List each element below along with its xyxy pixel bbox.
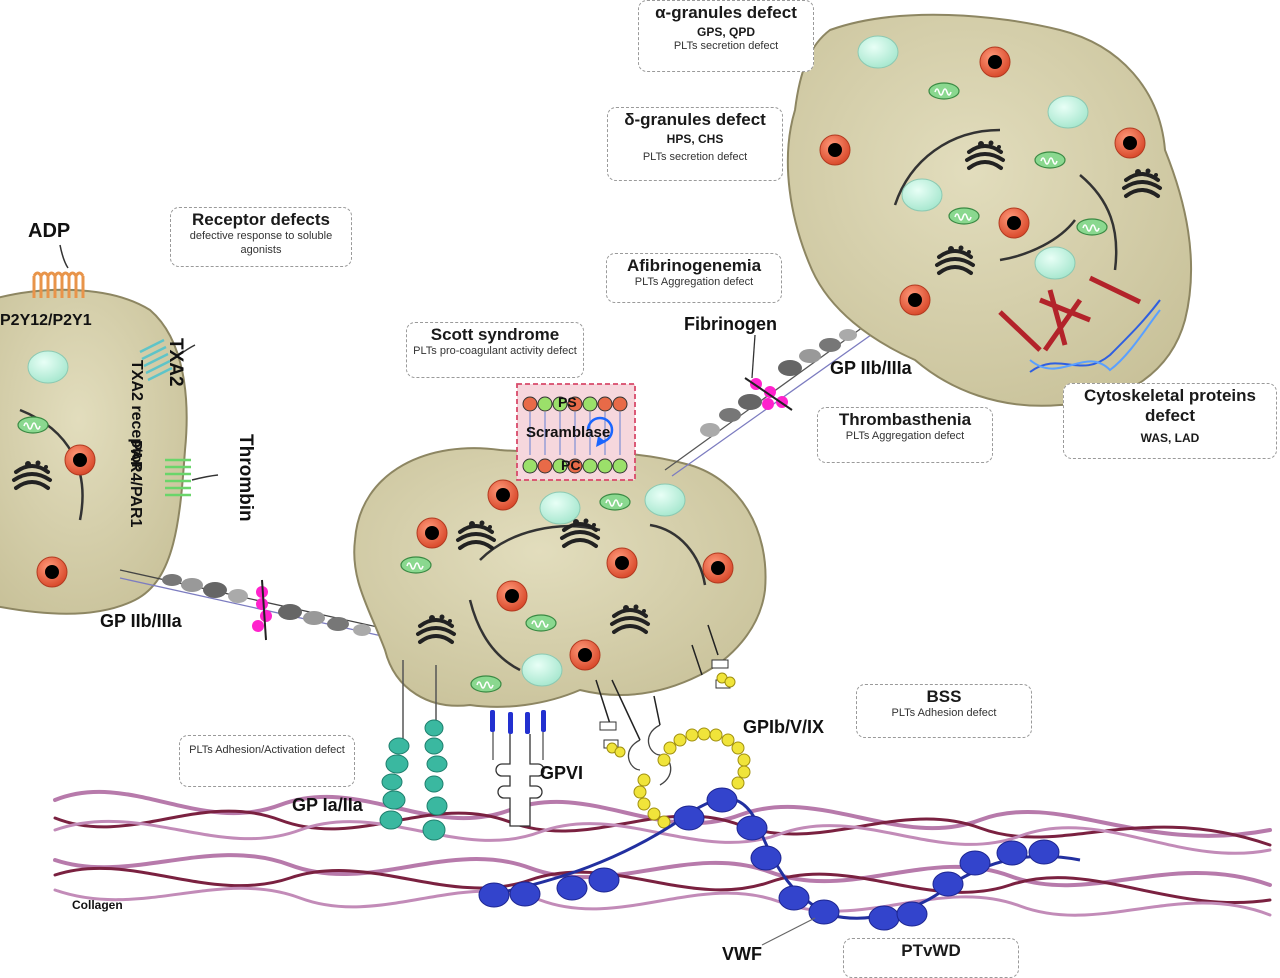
bss-sub: PLTs Adhesion defect [891, 707, 997, 720]
p2y-label: P2Y12/P2Y1 [0, 312, 92, 329]
bss-title: BSS [926, 687, 962, 706]
vwf-pointer [761, 917, 816, 946]
cytoskeletal-title: Cytoskeletal proteins defect [1084, 386, 1256, 426]
gp2b3a-bridge-right [664, 321, 879, 477]
gp2b3a-right-label: GP IIb/IIIa [830, 358, 912, 378]
par-label: PAR4/PAR1 [127, 440, 144, 528]
adp-label: ADP [28, 220, 71, 242]
txa2-label: TXA2 [165, 338, 186, 387]
gpvi-label: GPVI [540, 763, 584, 783]
adhesion-activation-sub: PLTs Adhesion/Activation defect [189, 744, 345, 756]
alpha-granules-title: α-granules defect [655, 3, 797, 22]
vwf-chain [478, 787, 1081, 931]
gpib-label: GPIb/V/IX [743, 717, 825, 737]
thrombasthenia-box: Thrombasthenia PLTs Aggregation defect [817, 407, 993, 463]
scramblase-membrane [516, 383, 636, 481]
ps-label: PS [558, 394, 577, 410]
gp2b3a-bridge-left [119, 569, 401, 641]
alpha-granules-codes: GPS, QPD [696, 25, 755, 40]
pc-label: PC [561, 457, 581, 473]
adhesion-activation-box: PLTs Adhesion/Activation defect [179, 735, 355, 787]
receptor-defects-box: Receptor defects defective response to s… [170, 207, 352, 267]
ptvwd-title: PTvWD [901, 941, 961, 960]
afibrinogenemia-sub: PLTs Aggregation defect [634, 276, 754, 289]
gp2b3a-left-label: GP IIb/IIIa [100, 611, 182, 631]
delta-granules-box: δ-granules defect HPS, CHS PLTs secretio… [607, 107, 783, 181]
left-platelet [0, 288, 188, 615]
scott-syndrome-title: Scott syndrome [430, 325, 560, 344]
collagen-fibers [53, 789, 1272, 917]
gpvi-receptor [490, 710, 546, 827]
top-right-platelet [786, 13, 1193, 407]
bss-box: BSS PLTs Adhesion defect [856, 684, 1032, 738]
adp-arrow [59, 244, 69, 269]
fibrinogen-label: Fibrinogen [684, 314, 777, 334]
center-platelet [353, 447, 767, 708]
delta-granules-sub: PLTs secretion defect [642, 150, 748, 163]
delta-granules-title: δ-granules defect [624, 110, 766, 129]
thrombin-label: Thrombin [235, 434, 256, 522]
txa2-arrow [171, 344, 196, 361]
cytoskeletal-codes: WAS, LAD [1140, 430, 1200, 445]
scott-syndrome-sub: PLTs pro-coagulant activity defect [413, 345, 577, 358]
vwf-label: VWF [722, 944, 762, 964]
receptor-defects-sub: defective response to soluble agonists [189, 230, 333, 256]
afibrinogenemia-title: Afibrinogenemia [626, 256, 762, 275]
fibrinogen-pointer [751, 334, 756, 379]
txa2-receptor-shape [139, 338, 173, 382]
ptvwd-box: PTvWD [843, 938, 1019, 978]
gp1a2a-receptor [379, 660, 448, 841]
gp1a2a-label: GP Ia/IIa [292, 795, 363, 815]
thrombasthenia-sub: PLTs Aggregation defect [845, 430, 965, 443]
scott-syndrome-box: Scott syndrome PLTs pro-coagulant activi… [406, 322, 584, 378]
p2y-receptor [32, 271, 85, 298]
receptor-defects-title: Receptor defects [192, 210, 330, 229]
afibrinogenemia-box: Afibrinogenemia PLTs Aggregation defect [606, 253, 782, 303]
gpib-receptor [595, 624, 751, 829]
scramblase-label: Scramblase [526, 424, 611, 441]
alpha-granules-sub: PLTs secretion defect [673, 39, 779, 52]
par-receptor [165, 458, 191, 497]
alpha-granules-box: α-granules defect GPS, QPD PLTs secretio… [638, 0, 814, 72]
cytoskeletal-box: Cytoskeletal proteins defect WAS, LAD [1063, 383, 1277, 459]
thrombin-arrow [191, 474, 219, 481]
collagen-label: Collagen [72, 898, 123, 912]
delta-granules-codes: HPS, CHS [666, 132, 724, 147]
thrombasthenia-title: Thrombasthenia [838, 410, 972, 429]
